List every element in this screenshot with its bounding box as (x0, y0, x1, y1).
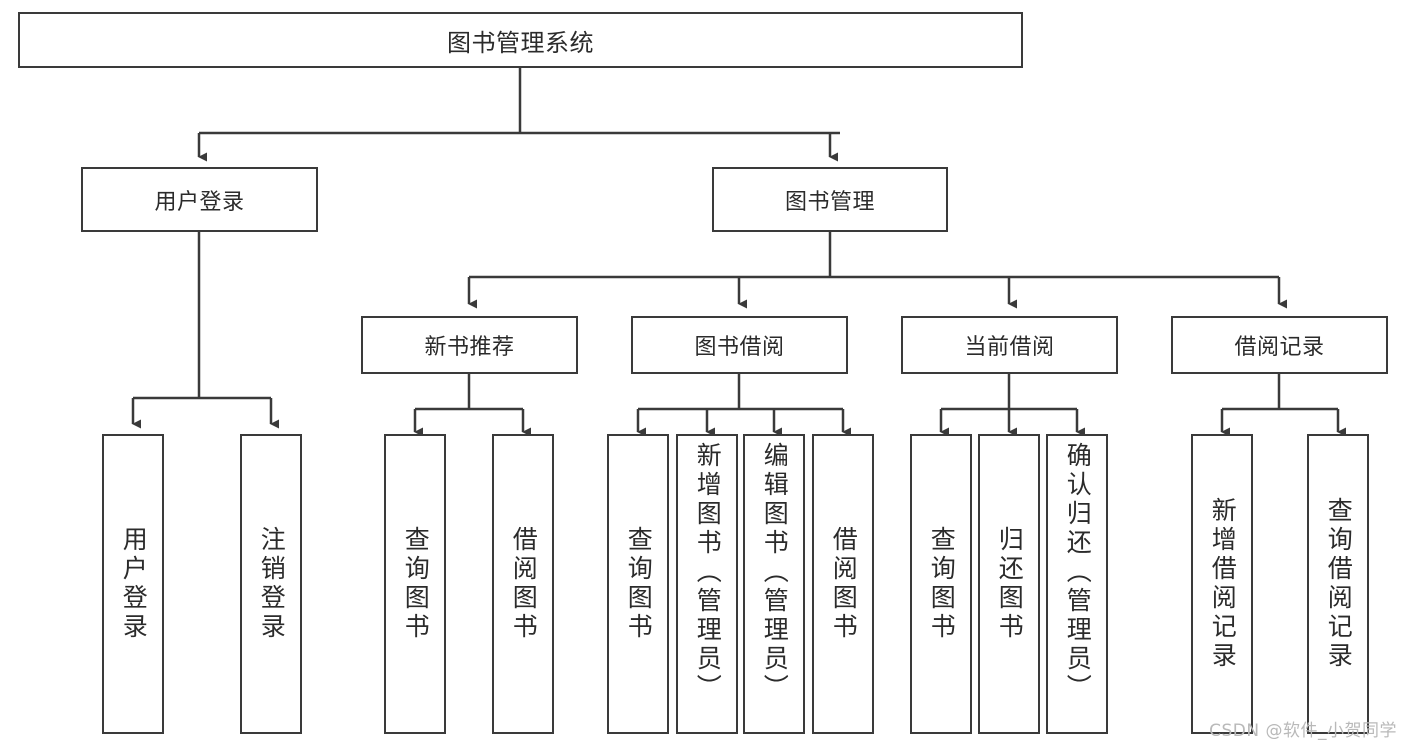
leaf-confirm-return-admin[interactable]: 确认归还（管理员） (1046, 434, 1108, 734)
node-current-borrow[interactable]: 当前借阅 (901, 316, 1118, 374)
leaf-query-book-current[interactable]: 查询图书 (910, 434, 972, 734)
node-current-borrow-label: 当前借阅 (964, 335, 1055, 360)
node-user-login-label: 用户登录 (154, 189, 245, 215)
node-new-book-recommend-label: 新书推荐 (424, 335, 515, 360)
leaf-query-borrow-record[interactable]: 查询借阅记录 (1307, 434, 1369, 734)
node-book-management-label: 图书管理 (784, 189, 875, 215)
leaf-borrow-book[interactable]: 借阅图书 (812, 434, 874, 734)
leaf-add-borrow-record-label: 新增借阅记录 (1208, 497, 1238, 671)
leaf-logout-label: 注销登录 (257, 526, 287, 642)
leaf-query-book-recommend[interactable]: 查询图书 (384, 434, 446, 734)
node-borrow-record[interactable]: 借阅记录 (1171, 316, 1388, 374)
node-book-management[interactable]: 图书管理 (712, 167, 948, 232)
leaf-query-book-borrow[interactable]: 查询图书 (607, 434, 669, 734)
leaf-user-login-label: 用户登录 (119, 526, 149, 642)
leaf-confirm-return-admin-label: 确认归还（管理员） (1063, 442, 1093, 703)
node-book-borrow-label: 图书借阅 (694, 335, 785, 360)
leaf-borrow-book-recommend[interactable]: 借阅图书 (492, 434, 554, 734)
leaf-query-book-borrow-label: 查询图书 (624, 526, 654, 642)
leaf-edit-book-admin-label: 编辑图书（管理员） (760, 442, 790, 703)
leaf-add-book-admin-label: 新增图书（管理员） (693, 442, 723, 703)
leaf-borrow-book-label: 借阅图书 (829, 526, 859, 642)
node-borrow-record-label: 借阅记录 (1234, 335, 1325, 360)
leaf-return-book[interactable]: 归还图书 (978, 434, 1040, 734)
watermark: CSDN @软件_小贺同学 (1209, 721, 1397, 741)
leaf-borrow-book-recommend-label: 借阅图书 (509, 526, 539, 642)
leaf-edit-book-admin[interactable]: 编辑图书（管理员） (743, 434, 805, 734)
node-root-label: 图书管理系统 (447, 28, 594, 57)
leaf-query-book-current-label: 查询图书 (927, 526, 957, 642)
leaf-query-borrow-record-label: 查询借阅记录 (1324, 497, 1354, 671)
leaf-user-login[interactable]: 用户登录 (102, 434, 164, 734)
node-book-borrow[interactable]: 图书借阅 (631, 316, 848, 374)
node-new-book-recommend[interactable]: 新书推荐 (361, 316, 578, 374)
leaf-add-book-admin[interactable]: 新增图书（管理员） (676, 434, 738, 734)
leaf-return-book-label: 归还图书 (995, 526, 1025, 642)
leaf-add-borrow-record[interactable]: 新增借阅记录 (1191, 434, 1253, 734)
node-root[interactable]: 图书管理系统 (18, 12, 1023, 68)
leaf-query-book-recommend-label: 查询图书 (401, 526, 431, 642)
node-user-login[interactable]: 用户登录 (81, 167, 318, 232)
leaf-logout[interactable]: 注销登录 (240, 434, 302, 734)
